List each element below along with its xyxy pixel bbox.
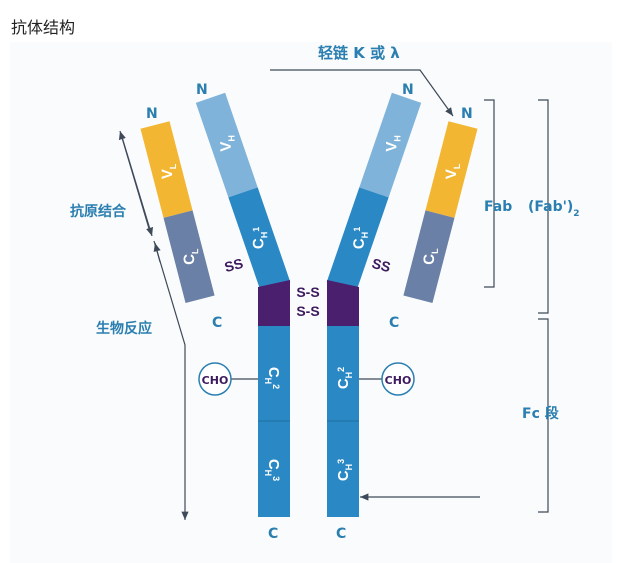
left-ch3-label: CH3 — [263, 459, 282, 481]
left-cho-label: CHO — [202, 374, 229, 387]
left-vh-domain — [195, 92, 258, 198]
right-light-c: C — [389, 315, 399, 331]
fab2-label: (Fab')2 — [528, 199, 580, 219]
antigen-binding-label: 抗原结合 — [70, 203, 127, 220]
left-ch2-domain — [258, 326, 290, 421]
right-ch3-domain — [327, 421, 359, 517]
light-chain-arrow — [270, 69, 454, 117]
antigen-binding-arrow-down — [121, 136, 154, 237]
left-ch1-label: CH1 — [250, 227, 269, 250]
left-heavy-arm: VH CH1 — [195, 92, 291, 292]
left-cho-circle — [198, 362, 232, 396]
left-light-n: N — [146, 106, 158, 122]
left-cl-label: CL — [181, 248, 200, 265]
fab2-bracket — [538, 99, 549, 314]
right-hinge — [327, 280, 359, 326]
left-hinge — [258, 280, 290, 326]
right-light-chain: VL CL — [403, 121, 478, 304]
hinge-disulfide-1: S-S — [296, 284, 319, 300]
left-vh-label: VH — [217, 135, 236, 152]
fc-label: Fc 段 — [522, 405, 559, 422]
fab-bracket — [484, 99, 495, 288]
right-cl-domain — [403, 210, 455, 304]
right-heavy-n: N — [402, 82, 414, 98]
right-vh-label: VH — [383, 135, 402, 152]
right-heavy-c: C — [336, 526, 346, 542]
right-ch2-domain — [327, 326, 359, 421]
right-vh-domain — [359, 92, 422, 198]
right-ch1-label: CH1 — [351, 227, 370, 250]
left-heavy-n: N — [196, 82, 208, 98]
left-cl-domain — [163, 210, 215, 304]
right-ch3-label: CH3 — [335, 459, 354, 481]
page-title: 抗体结构 — [11, 18, 76, 37]
light-chain-label: 轻链 K 或 λ — [318, 44, 400, 62]
left-light-c: C — [212, 315, 222, 331]
bio-response-label: 生物反应 — [96, 320, 152, 337]
left-vl-domain — [140, 121, 193, 218]
hinge-disulfide-2: S-S — [296, 303, 319, 319]
right-heavy-arm: VH CH1 — [326, 92, 422, 292]
left-vl-label: VL — [159, 163, 178, 179]
right-arm-disulfide: SS — [370, 255, 392, 275]
left-heavy-c: C — [268, 526, 278, 542]
fab-label: Fab — [484, 199, 512, 215]
right-vl-label: VL — [443, 163, 462, 179]
right-cho-circle — [381, 362, 415, 396]
left-arm-disulfide: SS — [223, 255, 245, 275]
right-light-n: N — [461, 106, 473, 122]
right-ch2-label: CH2 — [335, 367, 354, 389]
right-ch1-domain — [326, 187, 389, 292]
left-ch3-domain — [258, 421, 290, 517]
right-vl-domain — [425, 121, 478, 218]
right-cl-label: CL — [421, 248, 440, 265]
left-ch2-label: CH2 — [263, 367, 282, 389]
diagram-panel — [10, 42, 612, 563]
bio-response-arrow — [153, 240, 189, 520]
left-ch1-domain — [228, 187, 291, 292]
bio-response-arrow-up — [153, 242, 161, 263]
right-cho-label: CHO — [385, 374, 412, 387]
left-light-chain: VL CL — [140, 121, 215, 304]
fc-bracket — [538, 318, 549, 513]
